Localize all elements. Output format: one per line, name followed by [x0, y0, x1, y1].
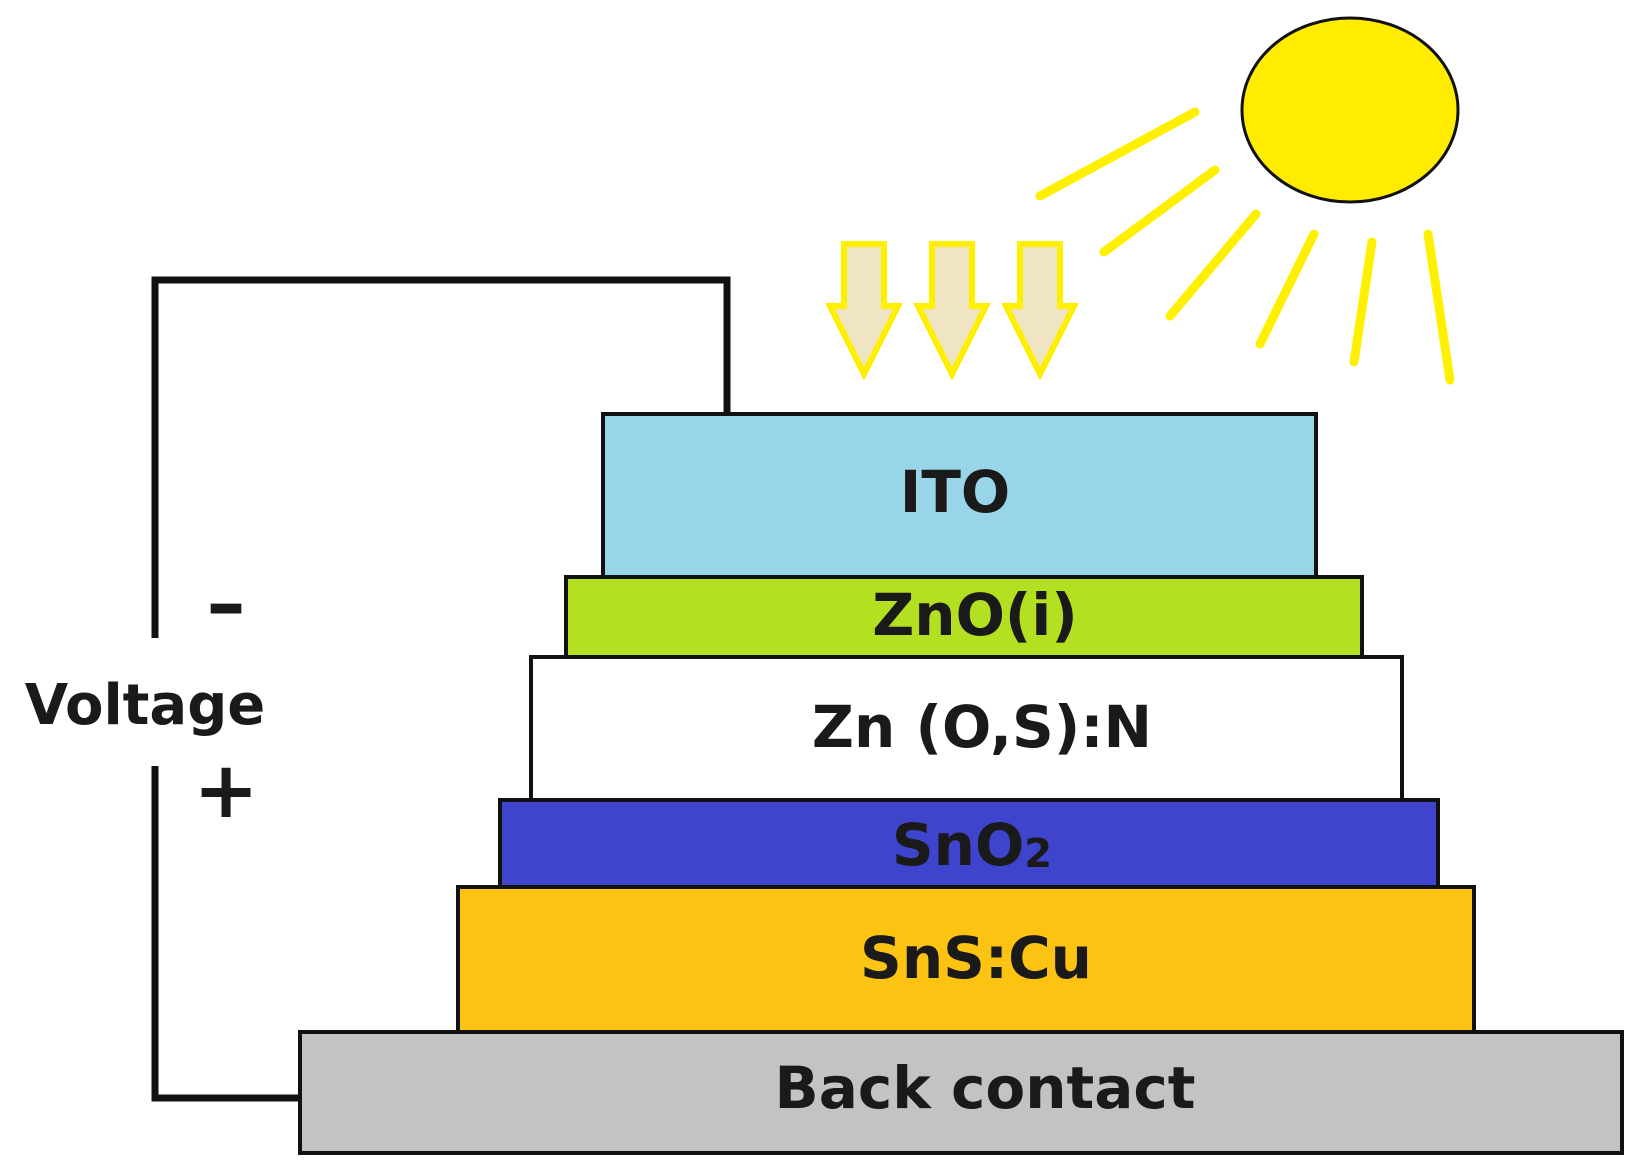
- sun-ray: [1035, 107, 1200, 201]
- sno2-label-main: SnO: [892, 811, 1024, 879]
- back-contact-label: Back contact: [775, 1054, 1196, 1122]
- sun-ray: [1255, 229, 1319, 349]
- sns-cu-label: SnS:Cu: [860, 924, 1092, 992]
- zno-i-label: ZnO(i): [872, 581, 1078, 649]
- back-contact-layer: [298, 1030, 1624, 1155]
- circuit-wire: [151, 276, 731, 1102]
- sun-ray: [1423, 229, 1455, 385]
- zn-o-s-n-layer: [529, 655, 1404, 802]
- ito-label: ITO: [900, 458, 1010, 526]
- sun-ray: [1349, 237, 1377, 367]
- voltage-label: Voltage: [25, 673, 266, 738]
- layer-stack: [298, 412, 1624, 1155]
- sun-ray: [1165, 209, 1261, 321]
- sun-icon: [1240, 16, 1460, 204]
- sun-ray: [1099, 165, 1220, 257]
- sno2-label-subscript: 2: [1024, 831, 1052, 877]
- down-arrow-icon: [825, 241, 903, 381]
- sno2-layer: [498, 798, 1440, 889]
- ito-layer: [601, 412, 1318, 579]
- layer-labels: ITO ZnO(i) Zn (O,S):N SnO2 SnS:Cu Back c…: [775, 458, 1196, 1122]
- minus-sign: –: [207, 559, 246, 649]
- sun-group: [825, 16, 1460, 385]
- down-arrow-icon: [913, 241, 991, 381]
- bottom-wire: [151, 766, 300, 1102]
- down-arrow-icon: [1001, 241, 1079, 381]
- light-arrows: [825, 241, 1079, 381]
- zno-i-layer: [564, 575, 1364, 659]
- plus-sign: +: [193, 746, 258, 836]
- sns-cu-layer: [456, 885, 1476, 1034]
- zn-o-s-n-label: Zn (O,S):N: [812, 693, 1152, 761]
- sun-rays: [1035, 107, 1455, 385]
- sno2-label: SnO2: [892, 811, 1052, 879]
- top-wire: [151, 276, 731, 638]
